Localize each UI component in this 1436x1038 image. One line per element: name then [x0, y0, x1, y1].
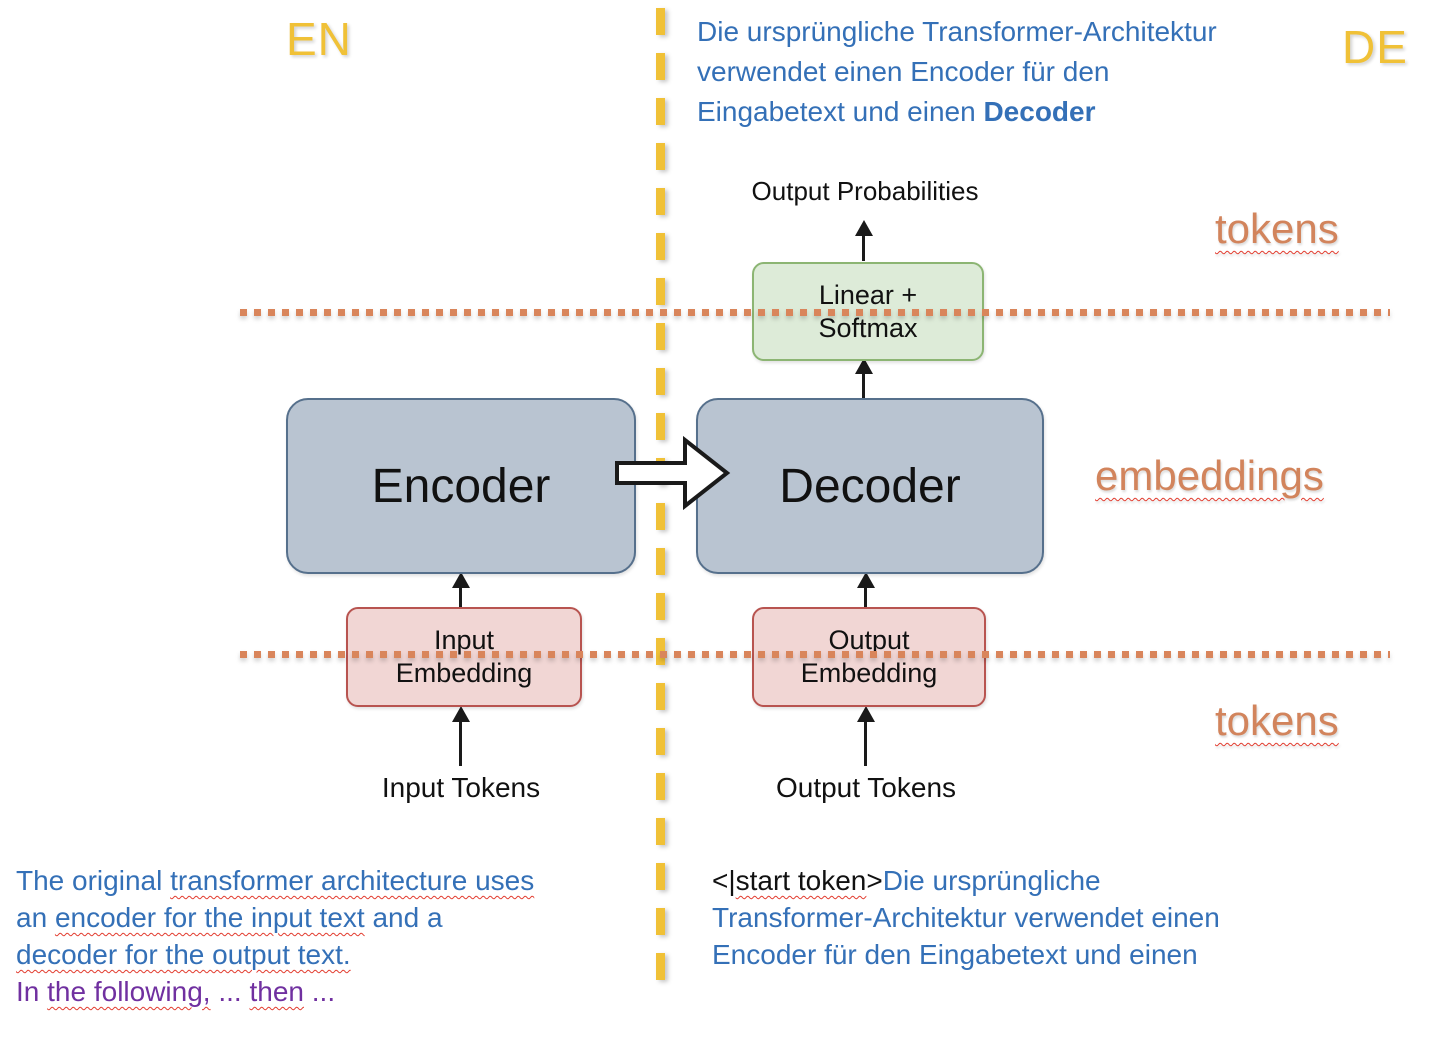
- encoder-box: Encoder: [286, 398, 636, 574]
- caption-english-line3-squiggled: decoder for the output text.: [16, 939, 351, 970]
- caption-german-top: Die ursprüngliche Transformer-Architektu…: [697, 12, 1347, 132]
- linear-softmax-line1: Linear +: [818, 279, 918, 310]
- start-token-open-bracket: <|: [712, 865, 736, 896]
- caption-english-line2-squiggled: encoder for the input text: [54, 902, 365, 933]
- input-embedding-line1: Input: [433, 625, 495, 655]
- caption-german-bottom-line1-blue: Die ursprüngliche: [882, 865, 1101, 896]
- caption-german-top-line2: verwendet einen Encoder für den: [697, 56, 1110, 87]
- arrow-softmax-to-output: [854, 220, 873, 261]
- caption-german-bottom: <|start token>Die ursprüngliche Transfor…: [712, 862, 1392, 973]
- caption-german-top-line3: Eingabetext und einen Decoder: [697, 92, 1347, 132]
- side-label-tokens-bottom: tokens: [1215, 697, 1339, 745]
- embeddings-tokens-boundary-line-bottom: [240, 651, 1390, 658]
- caption-english-line1-plain: The original: [16, 865, 171, 896]
- arrow-output-embedding-to-decoder: [856, 572, 875, 610]
- language-divider-dashed-line: [656, 8, 665, 986]
- caption-english-line1-squiggled: transformer architecture uses: [170, 865, 535, 896]
- output-probabilities-label: Output Probabilities: [751, 176, 979, 206]
- caption-english-line4-plain1: In: [16, 976, 48, 1007]
- tokens-embeddings-boundary-line-top: [240, 309, 1390, 316]
- side-label-tokens-bottom-text: tokens: [1215, 697, 1339, 744]
- input-tokens-label: Input Tokens: [381, 772, 541, 803]
- decoder-label: Decoder: [779, 459, 961, 513]
- caption-english-line4-purple: In the following, ... then ...: [16, 973, 676, 1010]
- input-embedding-line2: Embedding: [395, 658, 533, 688]
- arrow-decoder-to-softmax: [854, 358, 873, 401]
- caption-german-top-line1: Die ursprüngliche Transformer-Architektu…: [697, 16, 1217, 47]
- arrow-input-embedding-to-encoder: [451, 572, 470, 610]
- side-label-embeddings: embeddings: [1095, 452, 1324, 500]
- language-label-en: EN: [286, 13, 352, 65]
- linear-softmax-line2: Softmax: [818, 312, 918, 343]
- caption-german-bottom-line2: Transformer-Architektur verwendet einen: [712, 902, 1220, 933]
- arrow-input-tokens-to-embedding: [451, 706, 470, 766]
- caption-english-line3: decoder for the output text.: [16, 936, 676, 973]
- encoder-label: Encoder: [371, 459, 551, 513]
- side-label-embeddings-text: embeddings: [1095, 452, 1324, 499]
- caption-german-top-decoder-bold: Decoder: [983, 96, 1096, 127]
- caption-english-line2-plain2: and a: [364, 902, 443, 933]
- caption-english-line1: The original transformer architecture us…: [16, 862, 676, 899]
- side-label-tokens-top: tokens: [1215, 205, 1339, 253]
- caption-german-bottom-line3: Encoder für den Eingabetext und einen: [712, 939, 1198, 970]
- encoder-to-decoder-arrow: [615, 436, 731, 510]
- output-embedding-line1: Output: [828, 625, 910, 655]
- caption-english-line2-plain1: an: [16, 902, 55, 933]
- start-token-text: start token: [735, 865, 867, 896]
- side-label-tokens-top-text: tokens: [1215, 205, 1339, 252]
- start-token-close-bracket: >: [866, 865, 883, 896]
- output-embedding-line2: Embedding: [800, 658, 938, 688]
- caption-english-line2: an encoder for the input text and a: [16, 899, 676, 936]
- caption-english-line4-plain3: ...: [303, 976, 336, 1007]
- language-label-de: DE: [1342, 21, 1408, 73]
- caption-english-line4-squiggled1: the following,: [47, 976, 211, 1007]
- caption-english-line4-plain2: ...: [210, 976, 250, 1007]
- arrow-output-tokens-to-embedding: [856, 706, 875, 766]
- decoder-box: Decoder: [696, 398, 1044, 574]
- caption-english-bottom: The original transformer architecture us…: [16, 862, 676, 1010]
- linear-softmax-box: Linear + Softmax: [752, 262, 984, 361]
- caption-german-bottom-line1: <|start token>Die ursprüngliche: [712, 862, 1392, 899]
- caption-english-line4-squiggled2: then: [249, 976, 304, 1007]
- output-tokens-label: Output Tokens: [775, 772, 957, 803]
- caption-german-top-line3-text: Eingabetext und einen: [697, 96, 984, 127]
